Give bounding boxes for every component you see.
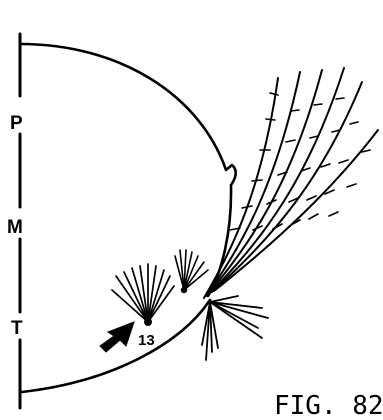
label-p: P — [10, 113, 23, 134]
outline-upper — [20, 44, 236, 296]
large-bristle-fan-icon — [112, 264, 174, 322]
junction-bristles — [202, 296, 268, 360]
label-t: T — [11, 318, 23, 339]
figure-caption: FIG. 82 — [274, 391, 383, 420]
branch-stem-2 — [206, 72, 300, 296]
marker-number: 13 — [138, 332, 155, 349]
label-m: M — [7, 217, 23, 238]
bristle-cluster-base — [181, 287, 187, 293]
arrow-icon — [100, 322, 134, 352]
bristle-cluster-icon — [175, 250, 208, 290]
outline-lower — [22, 300, 210, 392]
fan-base-dot — [144, 318, 152, 326]
branch-bundle — [204, 68, 378, 298]
